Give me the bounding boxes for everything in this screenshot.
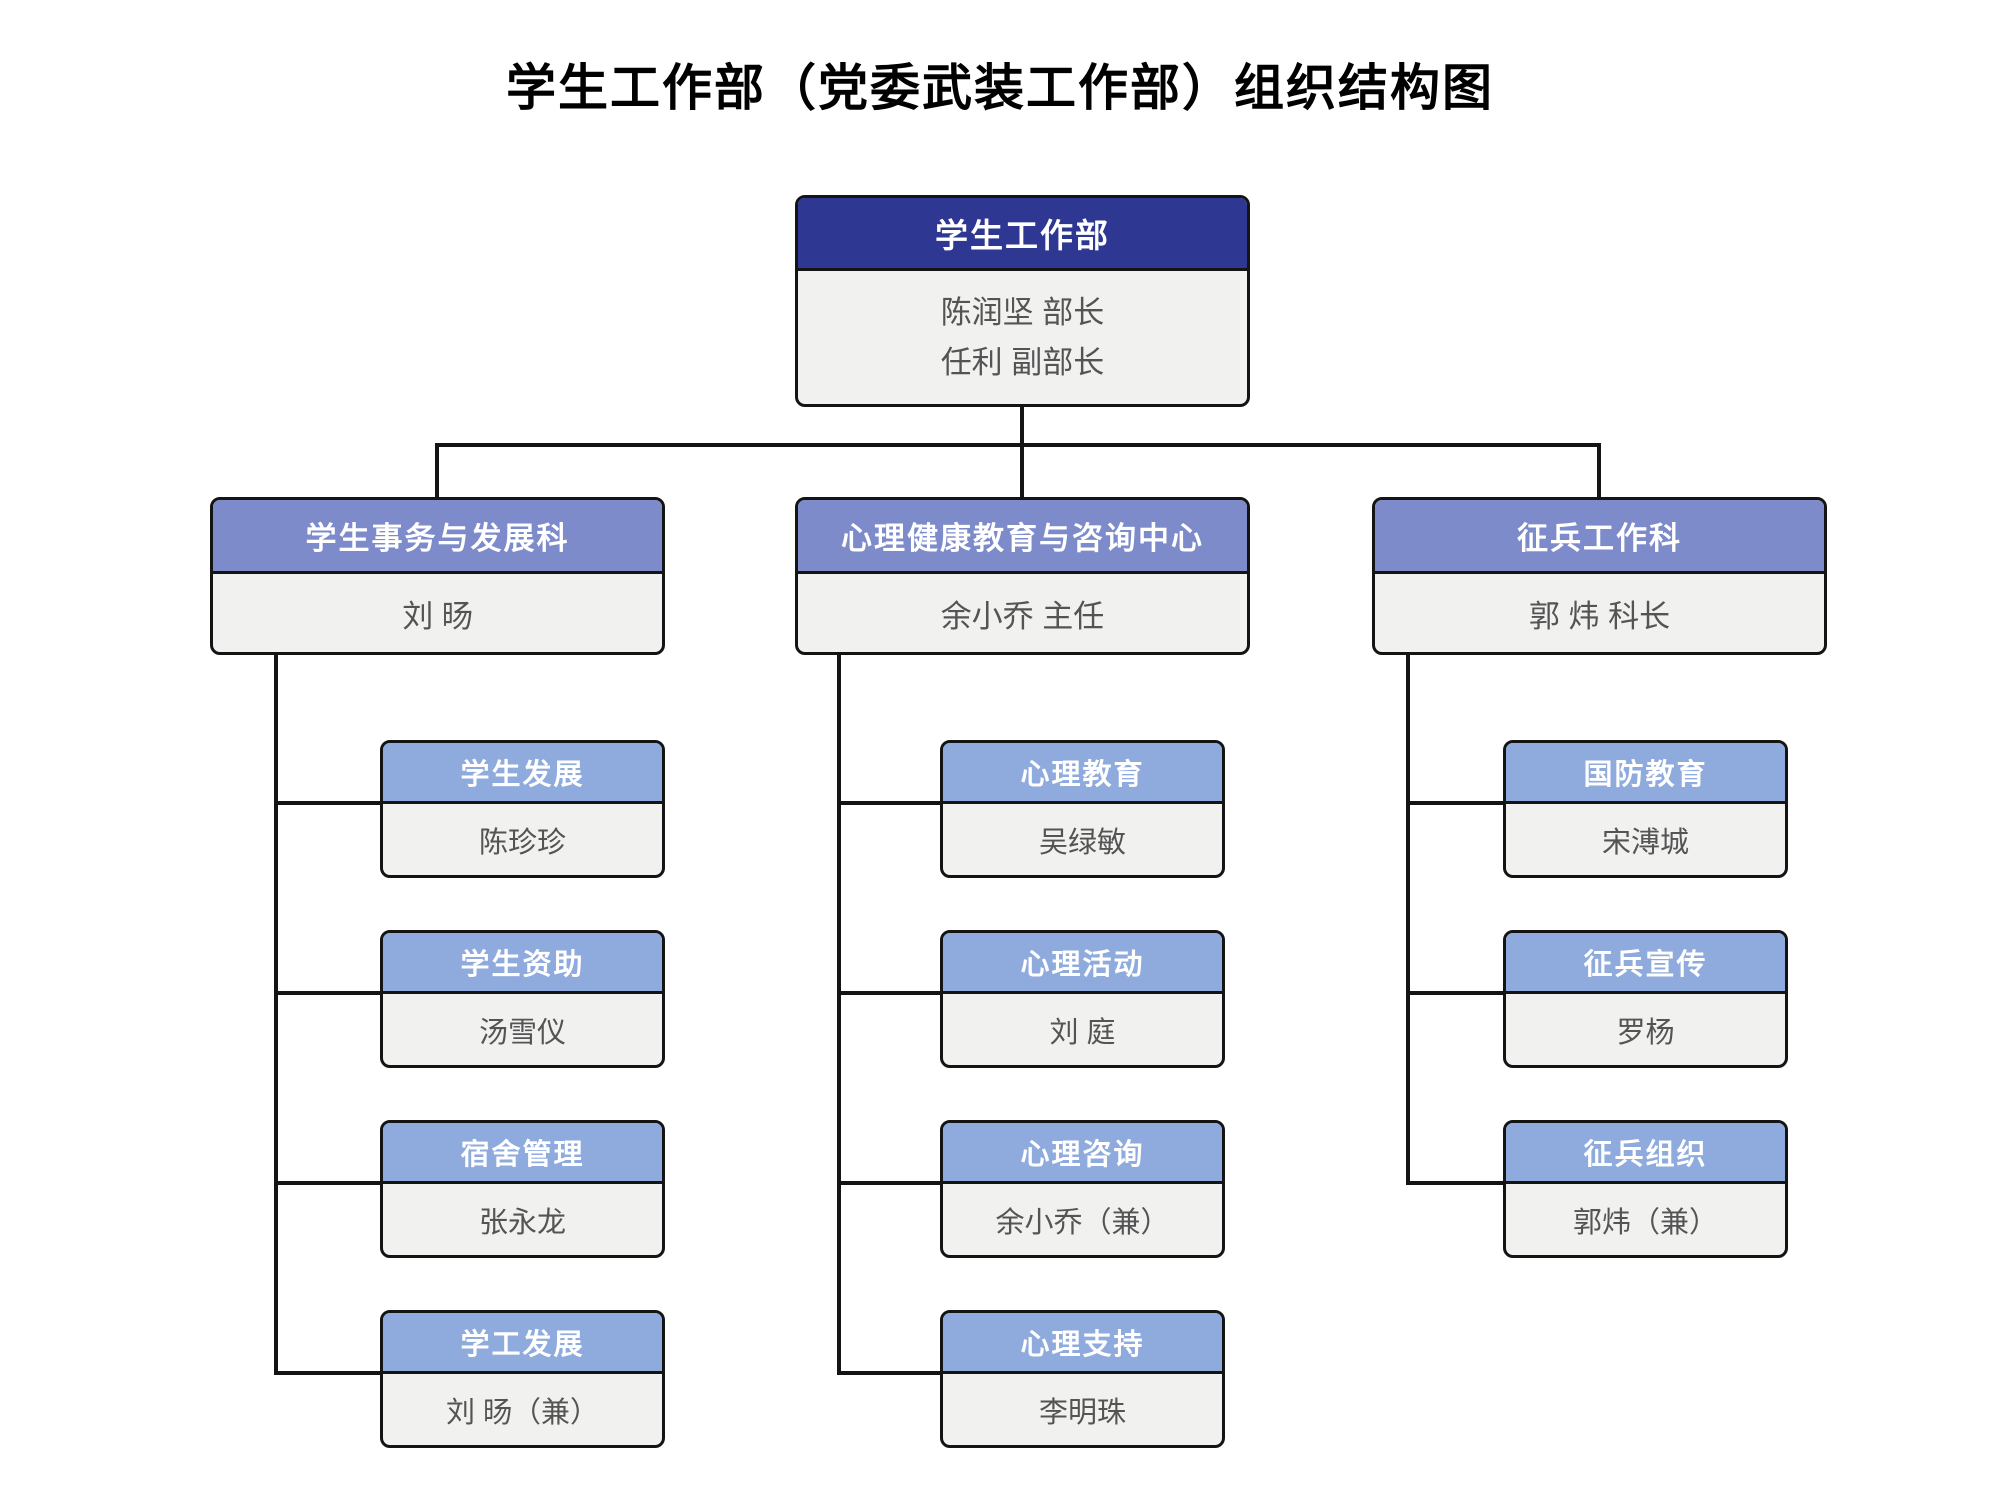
node-national-defense-education-name: 宋溥城 bbox=[1601, 826, 1689, 859]
connector-stub bbox=[837, 991, 944, 995]
node-student-affairs-development-section: 学生事务与发展科 刘 旸 bbox=[210, 497, 665, 655]
node-psych-support-header: 心理支持 bbox=[943, 1313, 1222, 1374]
node-psych-support: 心理支持 李明珠 bbox=[940, 1310, 1225, 1448]
node-conscription-organization-name: 郭炜（兼） bbox=[1572, 1206, 1718, 1239]
connector-stub bbox=[837, 801, 944, 805]
node-dormitory-management: 宿舍管理 张永龙 bbox=[380, 1120, 665, 1258]
connector-drop-middle bbox=[1020, 443, 1024, 499]
node-student-development-header: 学生发展 bbox=[383, 743, 662, 804]
node-student-affairs-dept-header: 学生工作部 bbox=[798, 198, 1247, 271]
node-student-affairs-dept-body: 陈润坚 部长 任利 副部长 bbox=[798, 271, 1247, 404]
node-student-financial-aid: 学生资助 汤雪仪 bbox=[380, 930, 665, 1068]
connector-stub bbox=[1406, 991, 1507, 995]
node-psych-activities: 心理活动 刘 庭 bbox=[940, 930, 1225, 1068]
chart-title: 学生工作部（党委武装工作部）组织结构图 bbox=[506, 60, 1494, 116]
staff-line: 任利 副部长 bbox=[940, 344, 1105, 380]
node-national-defense-education-header: 国防教育 bbox=[1506, 743, 1785, 804]
connector-trunk-middle bbox=[837, 653, 841, 1375]
node-psych-activities-name: 刘 庭 bbox=[1049, 1016, 1116, 1049]
node-psych-activities-header: 心理活动 bbox=[943, 933, 1222, 994]
node-student-work-development-header: 学工发展 bbox=[383, 1313, 662, 1374]
node-student-financial-aid-header: 学生资助 bbox=[383, 933, 662, 994]
node-psych-education-header: 心理教育 bbox=[943, 743, 1222, 804]
node-student-financial-aid-name: 汤雪仪 bbox=[478, 1016, 566, 1049]
node-mental-health-center-leader: 余小乔 主任 bbox=[940, 598, 1105, 634]
connector-stub bbox=[837, 1371, 944, 1375]
node-conscription-organization-header: 征兵组织 bbox=[1506, 1123, 1785, 1184]
node-student-development-name: 陈珍珍 bbox=[478, 826, 566, 859]
node-conscription-section: 征兵工作科 郭 炜 科长 bbox=[1372, 497, 1827, 655]
node-psych-counseling: 心理咨询 余小乔（兼） bbox=[940, 1120, 1225, 1258]
node-psych-counseling-header: 心理咨询 bbox=[943, 1123, 1222, 1184]
connector-stub bbox=[274, 801, 384, 805]
node-mental-health-center-header: 心理健康教育与咨询中心 bbox=[798, 500, 1247, 574]
node-student-work-development-name: 刘 旸（兼） bbox=[445, 1396, 600, 1429]
node-psych-education-name: 吴绿敏 bbox=[1038, 826, 1126, 859]
connector-stub bbox=[274, 1181, 384, 1185]
connector-trunk-right bbox=[1406, 653, 1410, 1185]
node-mental-health-center: 心理健康教育与咨询中心 余小乔 主任 bbox=[795, 497, 1250, 655]
node-conscription-organization: 征兵组织 郭炜（兼） bbox=[1503, 1120, 1788, 1258]
node-student-development: 学生发展 陈珍珍 bbox=[380, 740, 665, 878]
staff-line: 陈润坚 部长 bbox=[940, 294, 1105, 330]
connector-root-drop bbox=[1020, 405, 1024, 447]
node-student-affairs-development-section-leader: 刘 旸 bbox=[402, 598, 473, 634]
node-psych-support-name: 李明珠 bbox=[1038, 1396, 1126, 1429]
connector-drop-right bbox=[1597, 443, 1601, 499]
node-psych-counseling-name: 余小乔（兼） bbox=[995, 1206, 1170, 1239]
connector-stub bbox=[274, 991, 384, 995]
connector-stub bbox=[1406, 1181, 1507, 1185]
node-dormitory-management-header: 宿舍管理 bbox=[383, 1123, 662, 1184]
connector-drop-left bbox=[435, 443, 439, 499]
connector-horizontal-bar bbox=[435, 443, 1601, 447]
node-conscription-publicity: 征兵宣传 罗杨 bbox=[1503, 930, 1788, 1068]
node-student-affairs-development-section-header: 学生事务与发展科 bbox=[213, 500, 662, 574]
connector-stub bbox=[837, 1181, 944, 1185]
connector-trunk-left bbox=[274, 653, 278, 1375]
node-dormitory-management-name: 张永龙 bbox=[478, 1206, 566, 1239]
node-conscription-section-leader: 郭 炜 科长 bbox=[1528, 598, 1671, 634]
node-conscription-section-header: 征兵工作科 bbox=[1375, 500, 1824, 574]
node-psych-education: 心理教育 吴绿敏 bbox=[940, 740, 1225, 878]
node-national-defense-education: 国防教育 宋溥城 bbox=[1503, 740, 1788, 878]
node-conscription-publicity-header: 征兵宣传 bbox=[1506, 933, 1785, 994]
node-conscription-publicity-name: 罗杨 bbox=[1616, 1016, 1675, 1049]
connector-stub bbox=[274, 1371, 384, 1375]
connector-stub bbox=[1406, 801, 1507, 805]
node-student-affairs-dept: 学生工作部 陈润坚 部长 任利 副部长 bbox=[795, 195, 1250, 407]
node-student-work-development: 学工发展 刘 旸（兼） bbox=[380, 1310, 665, 1448]
